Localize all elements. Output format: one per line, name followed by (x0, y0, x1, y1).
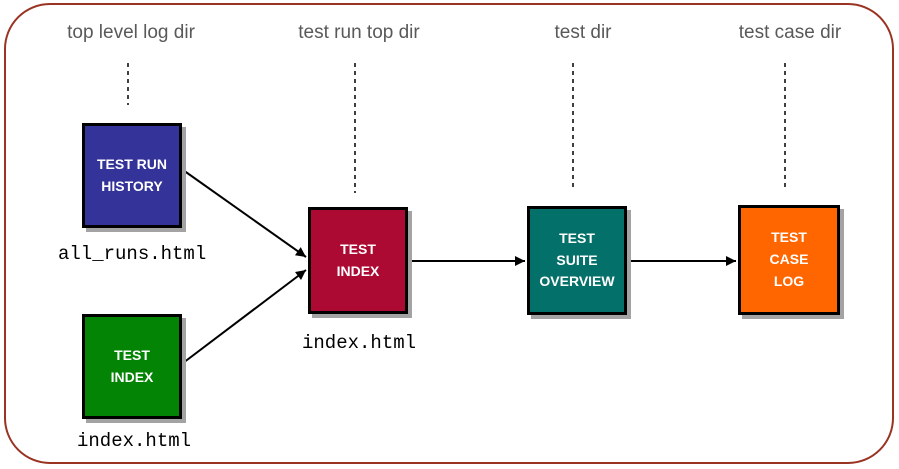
column-label-test-dir: test dir (554, 22, 612, 43)
node-test-index-run-label: TEST INDEX (336, 240, 380, 279)
node-test-index-top-level: TEST INDEX (82, 314, 182, 419)
node-test-suite-overview: TEST SUITE OVERVIEW (527, 206, 627, 315)
node-test-suite-overview-label: TEST SUITE OVERVIEW (539, 229, 615, 290)
node-test-case-log: TEST CASE LOG (738, 205, 840, 315)
file-label-index-html-top-level: index.html (77, 430, 192, 452)
node-test-index-run: TEST INDEX (308, 207, 408, 314)
file-label-index-html-test-run: index.html (302, 332, 417, 354)
arrow-toplevel-index-to-index (182, 269, 307, 364)
column-label-top-level-log-dir: top level log dir (67, 22, 195, 43)
node-test-run-history: TEST RUN HISTORY (82, 123, 182, 228)
node-test-run-history-label: TEST RUN HISTORY (97, 155, 167, 194)
column-label-test-case-dir: test case dir (738, 22, 842, 43)
node-test-index-top-level-label: TEST INDEX (110, 346, 154, 385)
arrow-history-to-index (182, 169, 307, 258)
column-label-test-run-top-dir: test run top dir (298, 22, 420, 43)
node-test-case-log-label: TEST CASE LOG (769, 229, 809, 289)
file-label-all-runs-html: all_runs.html (58, 243, 207, 265)
